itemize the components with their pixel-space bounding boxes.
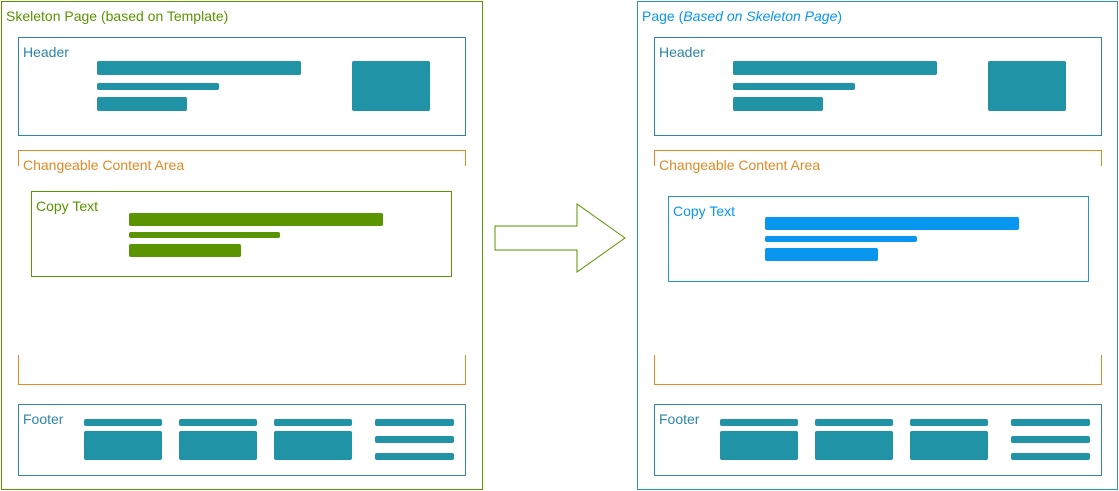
page-header-label: Header	[659, 44, 705, 60]
page-footer-link-2	[1011, 436, 1090, 443]
skeleton-header-line-2	[97, 83, 219, 90]
skeleton-copy-text-label: Copy Text	[36, 198, 98, 214]
skeleton-copy-line-3	[129, 244, 241, 257]
page-title: Page (Based on Skeleton Page)	[642, 8, 842, 24]
page-footer-col2-block	[815, 431, 893, 460]
page-title-italic: Based on Skeleton Page	[683, 8, 838, 24]
skeleton-footer-link-3	[375, 453, 454, 460]
skeleton-footer-link-1	[375, 419, 454, 426]
page-content-area-gap-left	[653, 166, 656, 355]
page-footer-link-3	[1011, 453, 1090, 460]
page-header-box	[654, 37, 1102, 136]
skeleton-header-box	[18, 37, 466, 136]
transform-arrow	[494, 203, 626, 273]
skeleton-footer-col2-line	[179, 419, 257, 426]
skeleton-footer-label: Footer	[23, 411, 64, 427]
skeleton-footer-col3-line	[274, 419, 352, 426]
page-copy-line-3	[765, 248, 878, 261]
skeleton-header-logo-block	[352, 61, 430, 111]
skeleton-footer-col1-block	[84, 431, 162, 460]
page-footer-col3-line	[910, 419, 988, 426]
skeleton-header-line-3	[97, 97, 187, 111]
skeleton-content-area-gap-right	[464, 166, 467, 355]
skeleton-footer-col2-block	[179, 431, 257, 460]
page-footer-box	[654, 404, 1102, 476]
skeleton-content-area-label: Changeable Content Area	[23, 157, 185, 173]
page-footer-col3-block	[910, 431, 988, 460]
skeleton-footer-link-2	[375, 436, 454, 443]
page-footer-link-1	[1011, 419, 1090, 426]
page-copy-text-label: Copy Text	[673, 203, 735, 219]
skeleton-footer-box	[18, 404, 466, 476]
page-header-line-3	[733, 97, 823, 111]
skeleton-copy-line-1	[129, 213, 383, 226]
skeleton-footer-col1-line	[84, 419, 162, 426]
page-header-line-1	[733, 61, 937, 75]
page-copy-line-2	[765, 236, 917, 242]
skeleton-header-label: Header	[23, 44, 69, 60]
skeleton-copy-text-box	[31, 191, 452, 277]
page-footer-col1-block	[720, 431, 798, 460]
skeleton-page-frame	[1, 1, 483, 490]
page-content-area-gap-right	[1100, 166, 1103, 355]
skeleton-content-area-gap-left	[17, 166, 20, 355]
skeleton-header-line-1	[97, 61, 301, 75]
page-title-prefix: Page (	[642, 8, 684, 24]
page-content-area-label: Changeable Content Area	[659, 157, 821, 173]
page-copy-line-1	[765, 217, 1019, 230]
page-footer-col1-line	[720, 419, 798, 426]
page-footer-col2-line	[815, 419, 893, 426]
skeleton-page-title: Skeleton Page (based on Template)	[6, 8, 229, 24]
page-frame	[637, 1, 1118, 490]
skeleton-footer-col3-block	[274, 431, 352, 460]
page-header-logo-block	[988, 61, 1066, 111]
page-footer-label: Footer	[659, 411, 700, 427]
page-copy-text-box	[668, 196, 1089, 282]
skeleton-copy-line-2	[129, 232, 280, 238]
page-title-suffix: )	[837, 8, 843, 24]
page-header-line-2	[733, 83, 855, 90]
